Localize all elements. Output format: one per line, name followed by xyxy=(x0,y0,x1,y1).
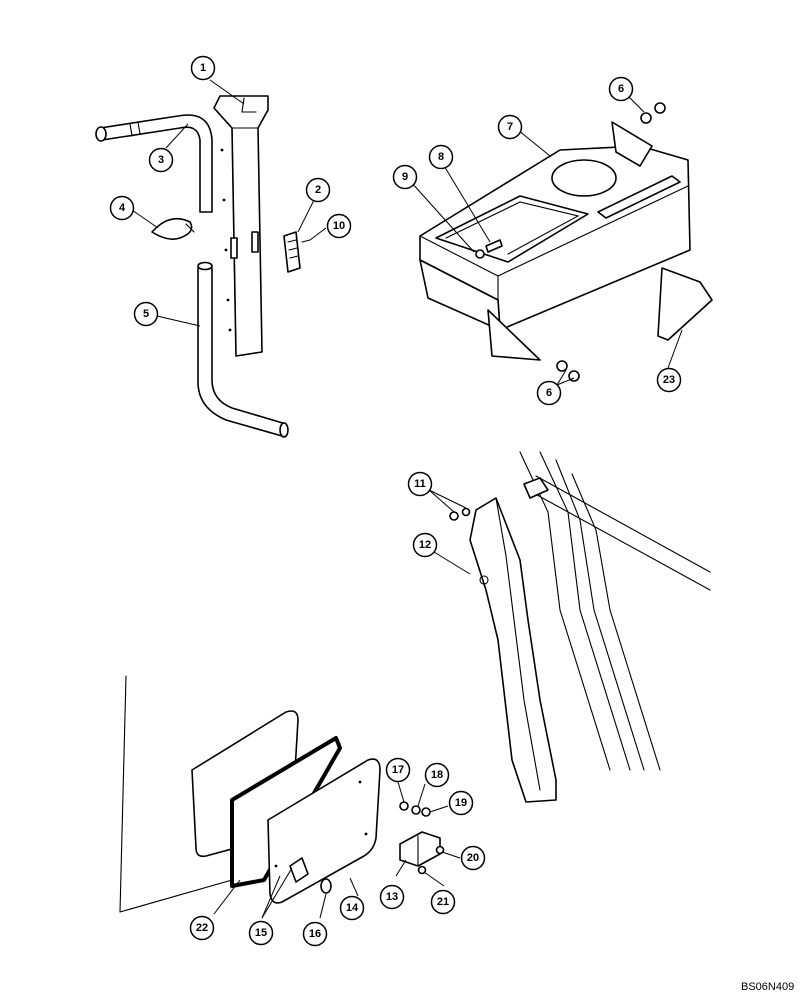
callout-15: 15 xyxy=(248,920,274,946)
svg-text:9: 9 xyxy=(402,171,408,183)
callout-16: 16 xyxy=(302,921,328,947)
svg-text:1: 1 xyxy=(200,62,206,74)
callout-18: 18 xyxy=(424,762,450,788)
post xyxy=(213,95,269,357)
svg-text:6: 6 xyxy=(546,387,552,399)
callout-21: 21 xyxy=(430,889,456,915)
svg-text:3: 3 xyxy=(158,154,164,166)
callout-1: 1 xyxy=(190,55,216,81)
svg-text:15: 15 xyxy=(255,927,267,939)
callout-17: 17 xyxy=(385,757,411,783)
svg-text:16: 16 xyxy=(309,928,321,940)
svg-text:20: 20 xyxy=(467,852,479,864)
steering-post-assembly xyxy=(95,95,311,438)
callout-19: 19 xyxy=(448,790,474,816)
door-latch xyxy=(289,857,309,883)
callout-10: 10 xyxy=(326,213,352,239)
svg-text:12: 12 xyxy=(419,539,431,551)
svg-text:13: 13 xyxy=(386,891,398,903)
leader-lines xyxy=(131,79,683,919)
callout-6-top: 6 xyxy=(608,76,634,102)
svg-text:2: 2 xyxy=(315,184,321,196)
pillar-cover-assembly xyxy=(449,451,711,803)
hose-clamp xyxy=(151,217,193,240)
svg-text:14: 14 xyxy=(346,902,359,914)
callout-6-bottom: 6 xyxy=(536,380,562,406)
callout-20: 20 xyxy=(460,845,486,871)
callout-14: 14 xyxy=(339,895,365,921)
svg-text:18: 18 xyxy=(431,769,443,781)
callout-13: 13 xyxy=(379,884,405,910)
figure-id: BS06N409 xyxy=(741,981,794,993)
svg-text:21: 21 xyxy=(437,896,449,908)
svg-text:8: 8 xyxy=(438,151,444,163)
callout-11: 11 xyxy=(407,471,433,497)
switch xyxy=(283,231,311,273)
cup-holder xyxy=(551,159,617,197)
callout-3: 3 xyxy=(148,147,174,173)
svg-text:10: 10 xyxy=(333,220,345,232)
callout-23: 23 xyxy=(656,367,682,393)
svg-text:7: 7 xyxy=(507,121,513,133)
svg-text:4: 4 xyxy=(119,202,126,214)
svg-text:5: 5 xyxy=(143,308,149,320)
callout-9: 9 xyxy=(392,164,418,190)
svg-text:22: 22 xyxy=(196,922,208,934)
svg-text:17: 17 xyxy=(392,764,404,776)
svg-text:23: 23 xyxy=(663,374,675,386)
callout-5: 5 xyxy=(133,301,159,327)
callout-12: 12 xyxy=(412,532,438,558)
callout-22: 22 xyxy=(189,915,215,941)
svg-text:6: 6 xyxy=(618,83,624,95)
console-side-panel xyxy=(487,309,541,361)
callout-2: 2 xyxy=(305,177,331,203)
console-assembly xyxy=(419,102,713,382)
svg-text:11: 11 xyxy=(414,478,426,490)
access-door-assembly xyxy=(119,675,445,913)
callout-8: 8 xyxy=(428,144,454,170)
callout-4: 4 xyxy=(109,195,135,221)
svg-text:19: 19 xyxy=(455,797,467,809)
console-bracket xyxy=(611,121,653,167)
callout-7: 7 xyxy=(497,114,523,140)
pillar-cover xyxy=(469,497,557,803)
